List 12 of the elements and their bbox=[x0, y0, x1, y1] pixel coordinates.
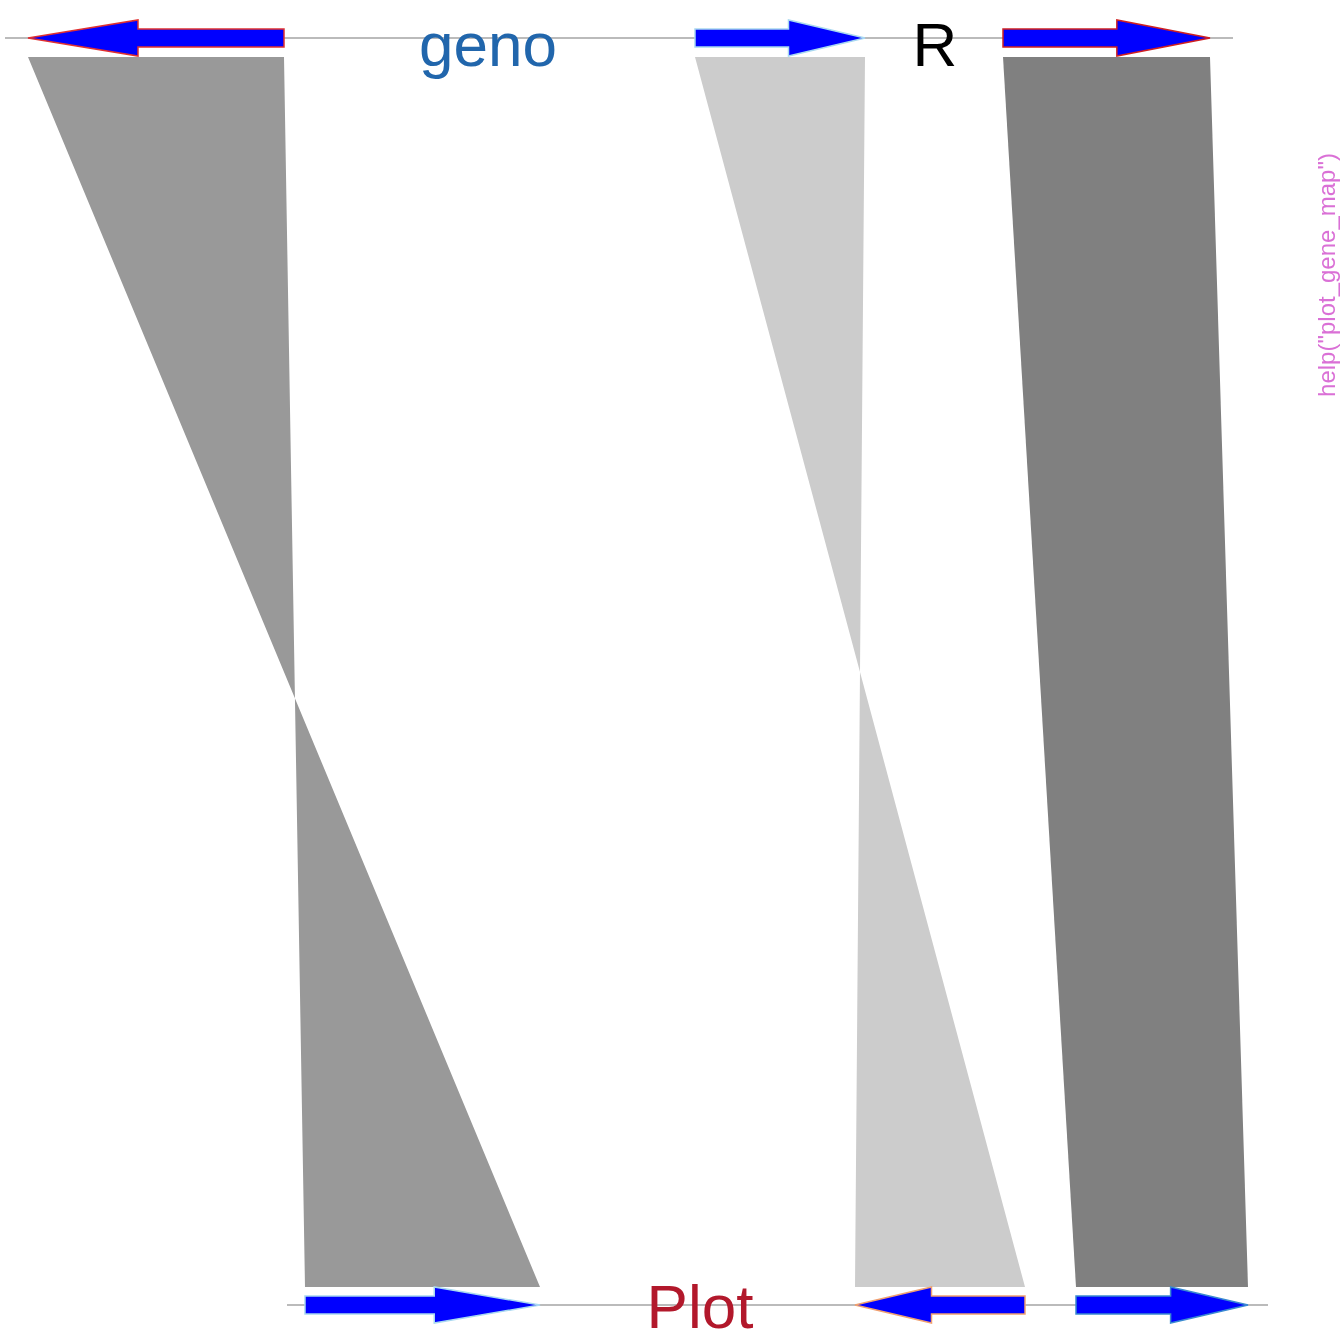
gene-arrow bbox=[304, 1286, 541, 1324]
gene-arrow bbox=[27, 19, 285, 57]
comparison-ribbon bbox=[28, 57, 540, 1287]
gene-label: R bbox=[912, 14, 958, 76]
gene-arrow bbox=[1002, 19, 1211, 57]
help-note: help("plot_gene_map") bbox=[1315, 153, 1339, 397]
gene-label: Plot bbox=[646, 1276, 754, 1338]
gene-arrow bbox=[1075, 1286, 1249, 1324]
comparison-ribbon bbox=[1003, 57, 1248, 1287]
gene-arrow bbox=[854, 1286, 1026, 1324]
comparison-ribbon bbox=[695, 57, 1025, 1287]
gene-arrow bbox=[694, 19, 866, 57]
